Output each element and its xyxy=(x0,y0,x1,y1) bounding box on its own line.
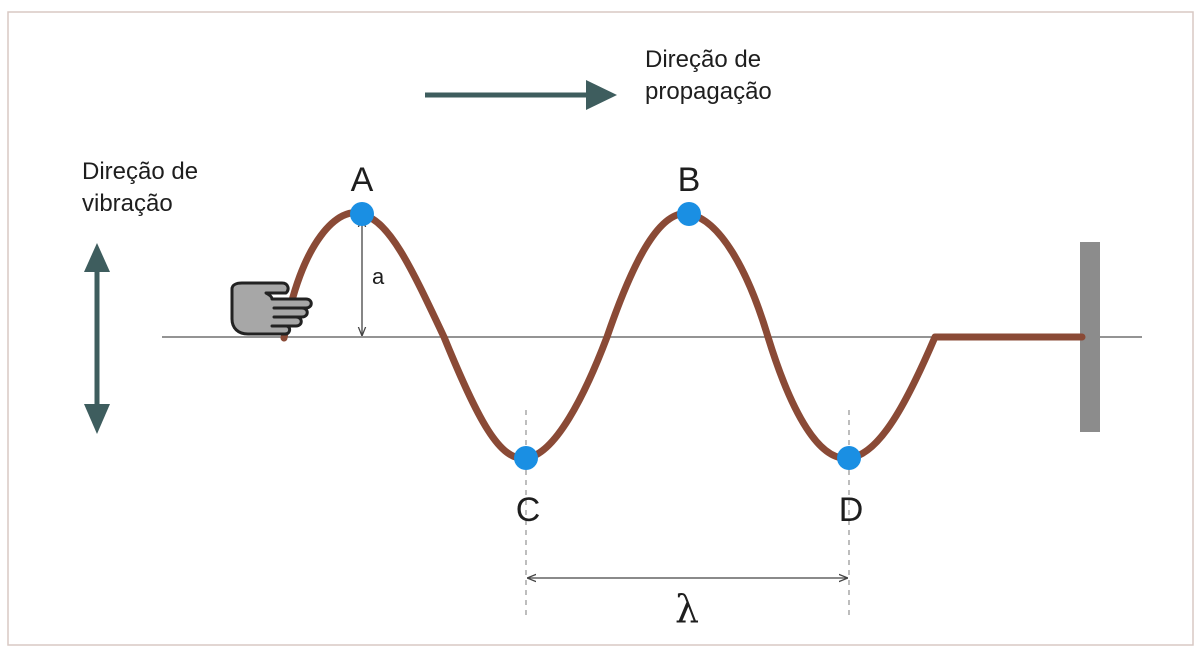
vibration-label-line2: vibração xyxy=(82,190,173,217)
wave-string xyxy=(280,209,1086,462)
point-d xyxy=(837,446,861,470)
vibration-label-line1: Direção de xyxy=(82,158,198,185)
propagation-label-line1: Direção de xyxy=(645,46,761,73)
point-b xyxy=(677,202,701,226)
point-a xyxy=(350,202,374,226)
point-c xyxy=(514,446,538,470)
point-b-label: B xyxy=(678,161,701,199)
propagation-label-line2: propagação xyxy=(645,78,772,105)
frame-border xyxy=(7,11,1194,646)
arrow-right-icon xyxy=(425,80,617,110)
point-a-label: A xyxy=(351,161,374,199)
point-d-label: D xyxy=(839,491,864,529)
hand-icon xyxy=(230,281,313,336)
wall xyxy=(1080,242,1100,432)
wavelength-label: λ xyxy=(675,587,699,631)
double-arrow-vertical-icon xyxy=(84,243,110,434)
amplitude-label: a xyxy=(372,264,385,289)
point-c-label: C xyxy=(516,491,541,529)
